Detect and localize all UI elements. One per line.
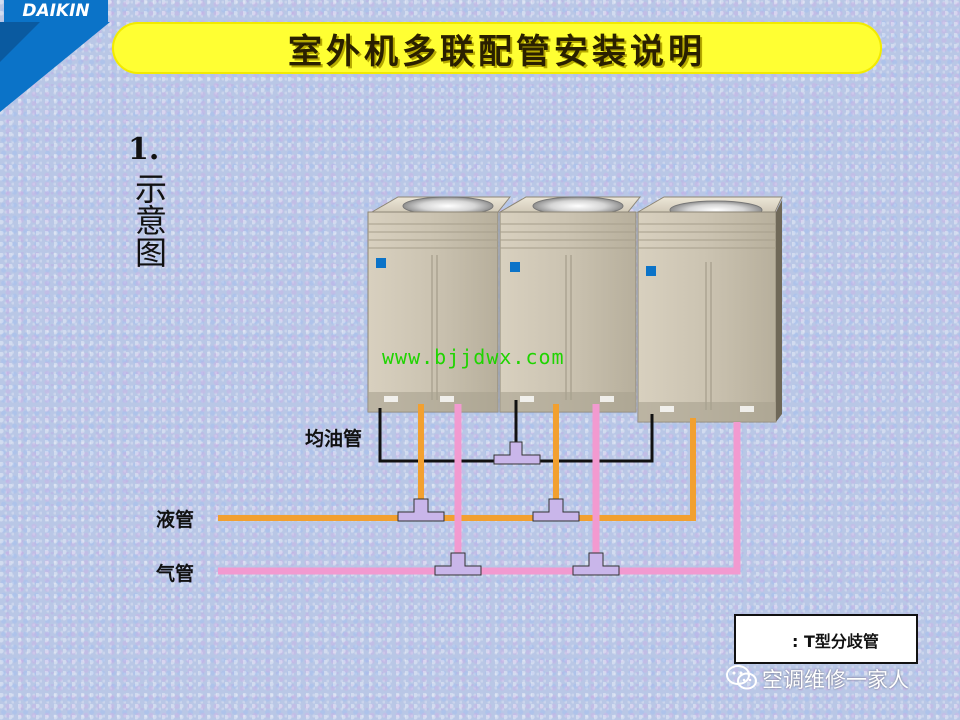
gas-pipe-label: 气管: [156, 563, 195, 585]
t-joint-liquid-2: [532, 498, 580, 522]
liquid-pipe-label: 液管: [156, 509, 195, 531]
wechat-icon: [726, 665, 757, 690]
legend-box: [734, 614, 918, 664]
gas-pipe: [218, 404, 741, 575]
section-label: 示意图: [130, 172, 168, 268]
daikin-logo-mark: [0, 22, 110, 112]
oil-pipe-label: 均油管: [305, 428, 363, 450]
outdoor-unit-1: [367, 196, 512, 413]
outdoor-unit-3: [636, 196, 783, 423]
t-joint-gas-2: [572, 552, 620, 576]
outdoor-unit-2: [498, 196, 642, 413]
page-title: 室外机多联配管安装说明: [288, 31, 706, 72]
legend-text: : T型分歧管: [792, 632, 879, 651]
wechat-account-name: 空调维修一家人: [762, 668, 909, 692]
section-number: 1.: [128, 132, 160, 167]
daikin-logo: DAIKIN: [4, 0, 108, 22]
t-joint-gas-1: [434, 552, 482, 576]
t-joint-oil: [493, 441, 541, 465]
website-watermark: www.bjjdwx.com: [382, 345, 565, 369]
t-joint-liquid-1: [397, 498, 445, 522]
title-banner: 室外机多联配管安装说明: [112, 22, 882, 74]
